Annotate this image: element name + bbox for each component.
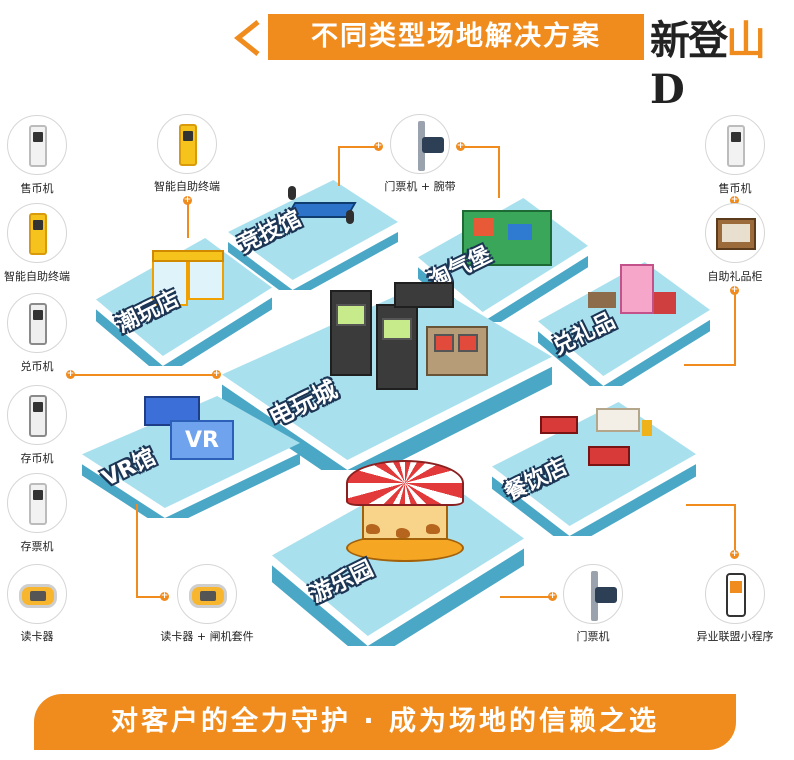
connector-line <box>734 290 736 366</box>
footer-slogan: 对客户的全力守护 · 成为场地的信赖之选 <box>34 694 736 750</box>
plus-icon: + <box>183 195 192 205</box>
page-title: 不同类型场地解决方案 <box>268 14 644 60</box>
brand-tail: D <box>650 66 685 113</box>
venue-gift-exchange-tile[interactable]: 兑礼品 <box>538 262 710 386</box>
brand-mark: 山 <box>726 17 766 64</box>
device-label: 存票机 <box>20 540 54 553</box>
venue-competition-tile[interactable]: 竞技馆 <box>228 180 398 290</box>
device-label: 售币机 <box>20 182 54 195</box>
plus-icon: + <box>730 549 739 559</box>
device-label: 智能自助终端 <box>154 180 220 193</box>
device-label: 存币机 <box>20 452 54 465</box>
plus-icon: + <box>730 195 739 205</box>
header-arrow-icon <box>233 20 260 56</box>
device-label: 售币机 <box>718 182 752 195</box>
connector-line <box>460 146 500 148</box>
connector-line <box>338 146 378 148</box>
plus-icon: + <box>212 369 221 379</box>
venue-vr-tile[interactable]: VR VR馆 <box>82 396 300 518</box>
connector-line <box>498 146 500 198</box>
gate-machine-icon[interactable] <box>563 564 623 624</box>
brand-name: 新登 <box>650 17 728 64</box>
device-label: 兑币机 <box>20 360 54 373</box>
self-service-terminal-icon[interactable] <box>7 203 67 263</box>
connector-line <box>500 596 552 598</box>
connector-line <box>74 374 216 376</box>
device-label: 异业联盟小程序 <box>696 630 774 643</box>
brand-logo: 新登山D <box>650 8 794 113</box>
vr-sign-icon: VR <box>170 420 234 460</box>
device-label: 自助礼品柜 <box>707 270 763 283</box>
connector-line <box>338 146 340 186</box>
venue-amusement-park-tile[interactable]: 游乐园 <box>272 460 524 646</box>
connector-line <box>684 364 736 366</box>
plus-icon: + <box>160 591 169 601</box>
device-label: 门票机 <box>576 630 610 643</box>
venue-arcade-tile[interactable]: 电玩城 <box>222 282 552 470</box>
connector-line <box>136 596 164 598</box>
gift-cabinet-icon[interactable] <box>705 203 765 263</box>
ticket-deposit-machine-icon[interactable] <box>7 473 67 533</box>
gate-machine-wristband-icon[interactable] <box>390 114 450 174</box>
venue-restaurant-tile[interactable]: 餐饮店 <box>492 402 696 536</box>
connector-line <box>686 504 736 506</box>
plus-icon: + <box>374 141 383 151</box>
plus-icon: + <box>730 285 739 295</box>
device-label: 读卡器 <box>20 630 54 643</box>
card-reader-gate-icon[interactable] <box>177 564 237 624</box>
coin-vending-machine-icon[interactable] <box>7 115 67 175</box>
device-label: 读卡器 + 闸机套件 <box>160 630 254 643</box>
plus-icon: + <box>66 369 75 379</box>
connector-line <box>136 504 138 596</box>
device-label: 门票机 + 腕带 <box>384 180 456 193</box>
plus-icon: + <box>456 141 465 151</box>
device-label: 智能自助终端 <box>4 270 70 283</box>
connector-line <box>187 198 189 238</box>
coin-vending-machine-icon[interactable] <box>705 115 765 175</box>
coin-exchange-machine-icon[interactable] <box>7 293 67 353</box>
plus-icon: + <box>548 591 557 601</box>
connector-line <box>734 504 736 552</box>
mini-program-icon[interactable] <box>705 564 765 624</box>
self-service-terminal-icon[interactable] <box>157 114 217 174</box>
coin-deposit-machine-icon[interactable] <box>7 385 67 445</box>
card-reader-icon[interactable] <box>7 564 67 624</box>
